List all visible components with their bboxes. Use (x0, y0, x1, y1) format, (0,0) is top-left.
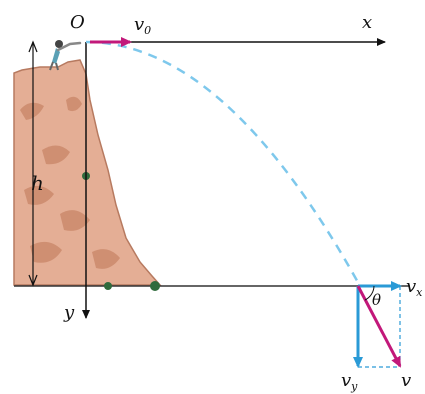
y-axis-label: y (63, 302, 75, 323)
v0-label: v0 (134, 14, 151, 37)
theta-label: θ (372, 291, 381, 309)
vx-label: vx (406, 276, 423, 299)
person-icon (49, 40, 82, 71)
v-label: v (401, 370, 411, 391)
ground-marker (150, 281, 160, 291)
height-dimension (28, 40, 38, 287)
velocity-decomposition (353, 281, 402, 368)
ground-marker (104, 282, 112, 290)
resultant-velocity-vector (356, 285, 402, 368)
origin-label: O (70, 12, 85, 33)
vy-label: vy (341, 370, 358, 393)
height-label: h (31, 171, 44, 195)
theta-arc (364, 285, 375, 301)
x-axis-label: x (362, 12, 372, 33)
